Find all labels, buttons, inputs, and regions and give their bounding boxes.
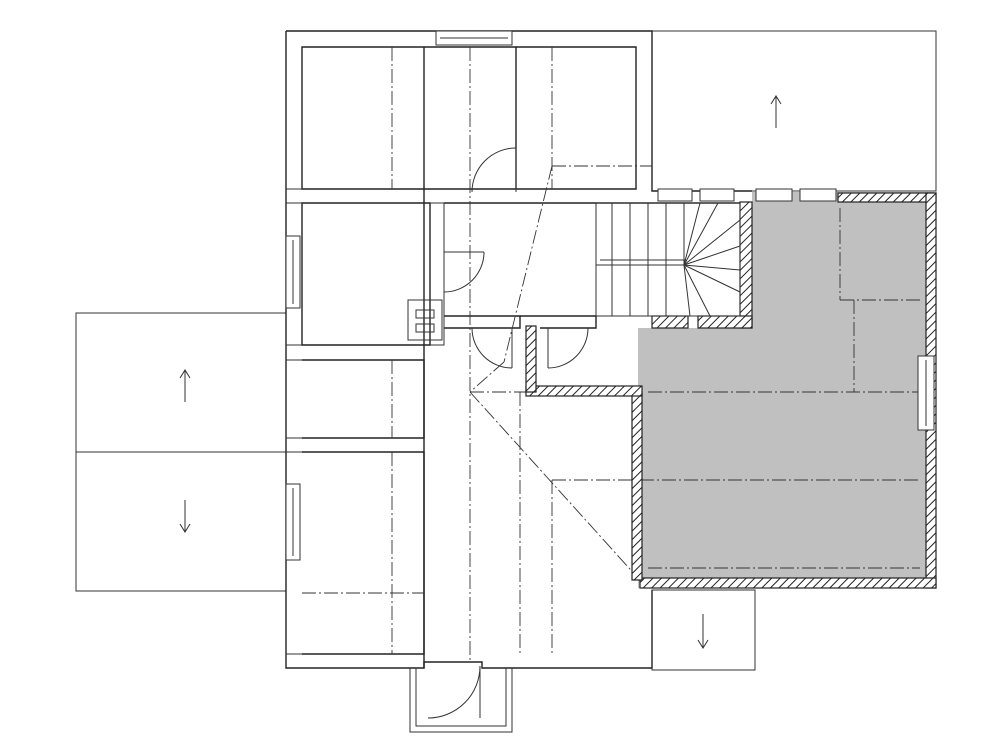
doors — [427, 147, 589, 719]
staircase — [595, 202, 741, 317]
windows — [285, 30, 935, 561]
arrow-up-west-roof — [179, 369, 191, 402]
chimney — [407, 299, 443, 341]
entrance-porch — [409, 668, 513, 733]
window-northeast-3 — [755, 188, 793, 202]
shaded-floor-area — [638, 192, 934, 588]
arrow-down-west-roof — [179, 500, 191, 533]
arrow-down-southeast-roof — [697, 614, 709, 649]
west-roof-panels — [75, 312, 287, 592]
arrow-up-northeast-roof — [770, 95, 782, 128]
window-northeast-4 — [799, 188, 837, 202]
beam-lines — [302, 47, 920, 662]
northeast-roof-panel — [651, 30, 937, 192]
window-northeast-1 — [657, 188, 693, 202]
window-northeast-2 — [699, 188, 735, 202]
